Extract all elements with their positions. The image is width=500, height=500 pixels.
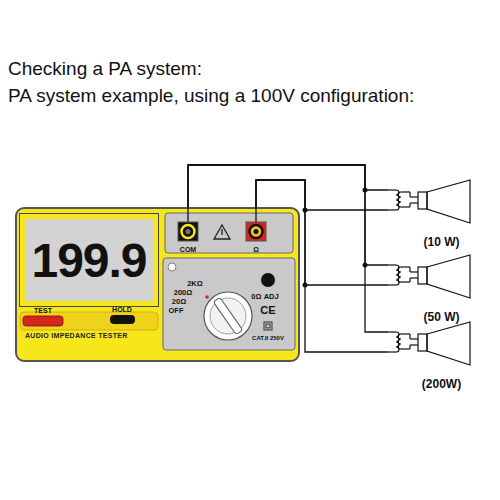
speaker-lead <box>409 192 410 197</box>
speaker-cone <box>427 322 470 365</box>
test-button <box>23 316 63 326</box>
speaker-lead <box>409 345 410 349</box>
dial-knob <box>213 297 242 334</box>
range-label: 20Ω <box>172 297 186 306</box>
wire-stub <box>187 207 188 223</box>
transformer-coil <box>398 192 401 207</box>
wire-stub <box>255 207 256 223</box>
button-strip <box>20 312 158 330</box>
speaker-lead <box>409 334 410 339</box>
transformer-coil <box>398 334 401 349</box>
speaker-lead <box>410 338 418 339</box>
device-name: AUDIO IMPEDANCE TESTER <box>25 332 128 339</box>
button-label: HOLD <box>112 306 132 313</box>
speaker: (10 W) <box>388 183 483 255</box>
wattage-label: (50 W) <box>400 310 483 324</box>
speaker-lead <box>401 348 410 349</box>
speaker-wire <box>188 165 388 207</box>
junction-dot <box>303 208 308 213</box>
rating-label: CAT.II 250V <box>252 335 284 341</box>
lcd-display: 199.9 <box>20 214 158 306</box>
speaker-lead <box>410 202 418 203</box>
junction-dot <box>303 283 308 288</box>
speaker-lead <box>410 271 418 272</box>
range-label: 2KΩ <box>187 279 203 288</box>
transformer-coil <box>398 267 401 282</box>
wattage-label: (200W) <box>400 377 483 391</box>
speaker-lead <box>410 344 418 345</box>
button-label: TEST <box>34 307 52 314</box>
jack-label: Ω <box>242 246 270 253</box>
speaker-lead <box>409 278 410 282</box>
warning-symbol <box>221 229 222 235</box>
transformer-lead <box>388 351 396 352</box>
jack-label: COM <box>174 246 202 253</box>
speaker-magnet <box>418 192 427 209</box>
speaker-lead <box>401 281 410 282</box>
speaker-lead <box>409 267 410 272</box>
junction-dot <box>363 263 368 268</box>
speaker-lead <box>409 203 410 207</box>
range-label: OFF <box>169 306 184 315</box>
range-dial <box>204 292 252 340</box>
transformer-lead <box>388 284 396 285</box>
range-marker <box>205 295 209 299</box>
speaker-magnet <box>418 334 427 351</box>
speaker-wire <box>256 180 388 210</box>
speaker-lead <box>401 266 410 267</box>
jack-housing <box>178 222 198 241</box>
speaker-lead <box>401 191 410 192</box>
transformer-lead <box>388 264 396 265</box>
hold-button <box>110 315 135 324</box>
jack-housing <box>246 222 266 241</box>
jack-hole <box>186 229 191 234</box>
jack-ring <box>250 225 263 238</box>
speaker-lead <box>410 196 418 197</box>
range-label: 200Ω <box>174 288 193 297</box>
jack-panel <box>165 213 293 253</box>
transformer-lead <box>388 331 396 332</box>
jack-ring <box>182 225 195 238</box>
double-insulation-symbol <box>266 324 270 328</box>
speaker-cone <box>427 180 470 223</box>
speaker-cone <box>427 255 470 298</box>
speaker-magnet <box>418 267 427 284</box>
wattage-label: (10 W) <box>400 235 483 249</box>
com-jack: COM <box>174 207 202 253</box>
jack-hole <box>254 229 259 234</box>
title: Checking a PA system: <box>8 58 202 80</box>
button-label: 0Ω ADJ <box>251 292 278 301</box>
zero-adjust-button <box>261 273 275 287</box>
speaker-lead <box>401 206 410 207</box>
speaker: (50 W) <box>388 258 483 330</box>
double-insulation-symbol <box>264 322 272 330</box>
speaker-lead <box>410 277 418 278</box>
control-panel <box>163 258 295 350</box>
junction-dot <box>363 188 368 193</box>
range-dial <box>210 298 246 334</box>
speaker-lead <box>401 333 410 334</box>
subtitle: PA system example, using a 100V configur… <box>8 85 414 107</box>
warning-symbol <box>214 225 230 239</box>
transformer-lead <box>388 189 396 190</box>
display-reading: 199.9 <box>31 233 146 288</box>
transformer-lead <box>388 209 396 210</box>
ce-mark: CE <box>260 304 275 316</box>
ohm-jack: Ω <box>242 207 270 253</box>
speaker: (200W) <box>388 325 483 397</box>
indicator-hole <box>168 263 176 271</box>
